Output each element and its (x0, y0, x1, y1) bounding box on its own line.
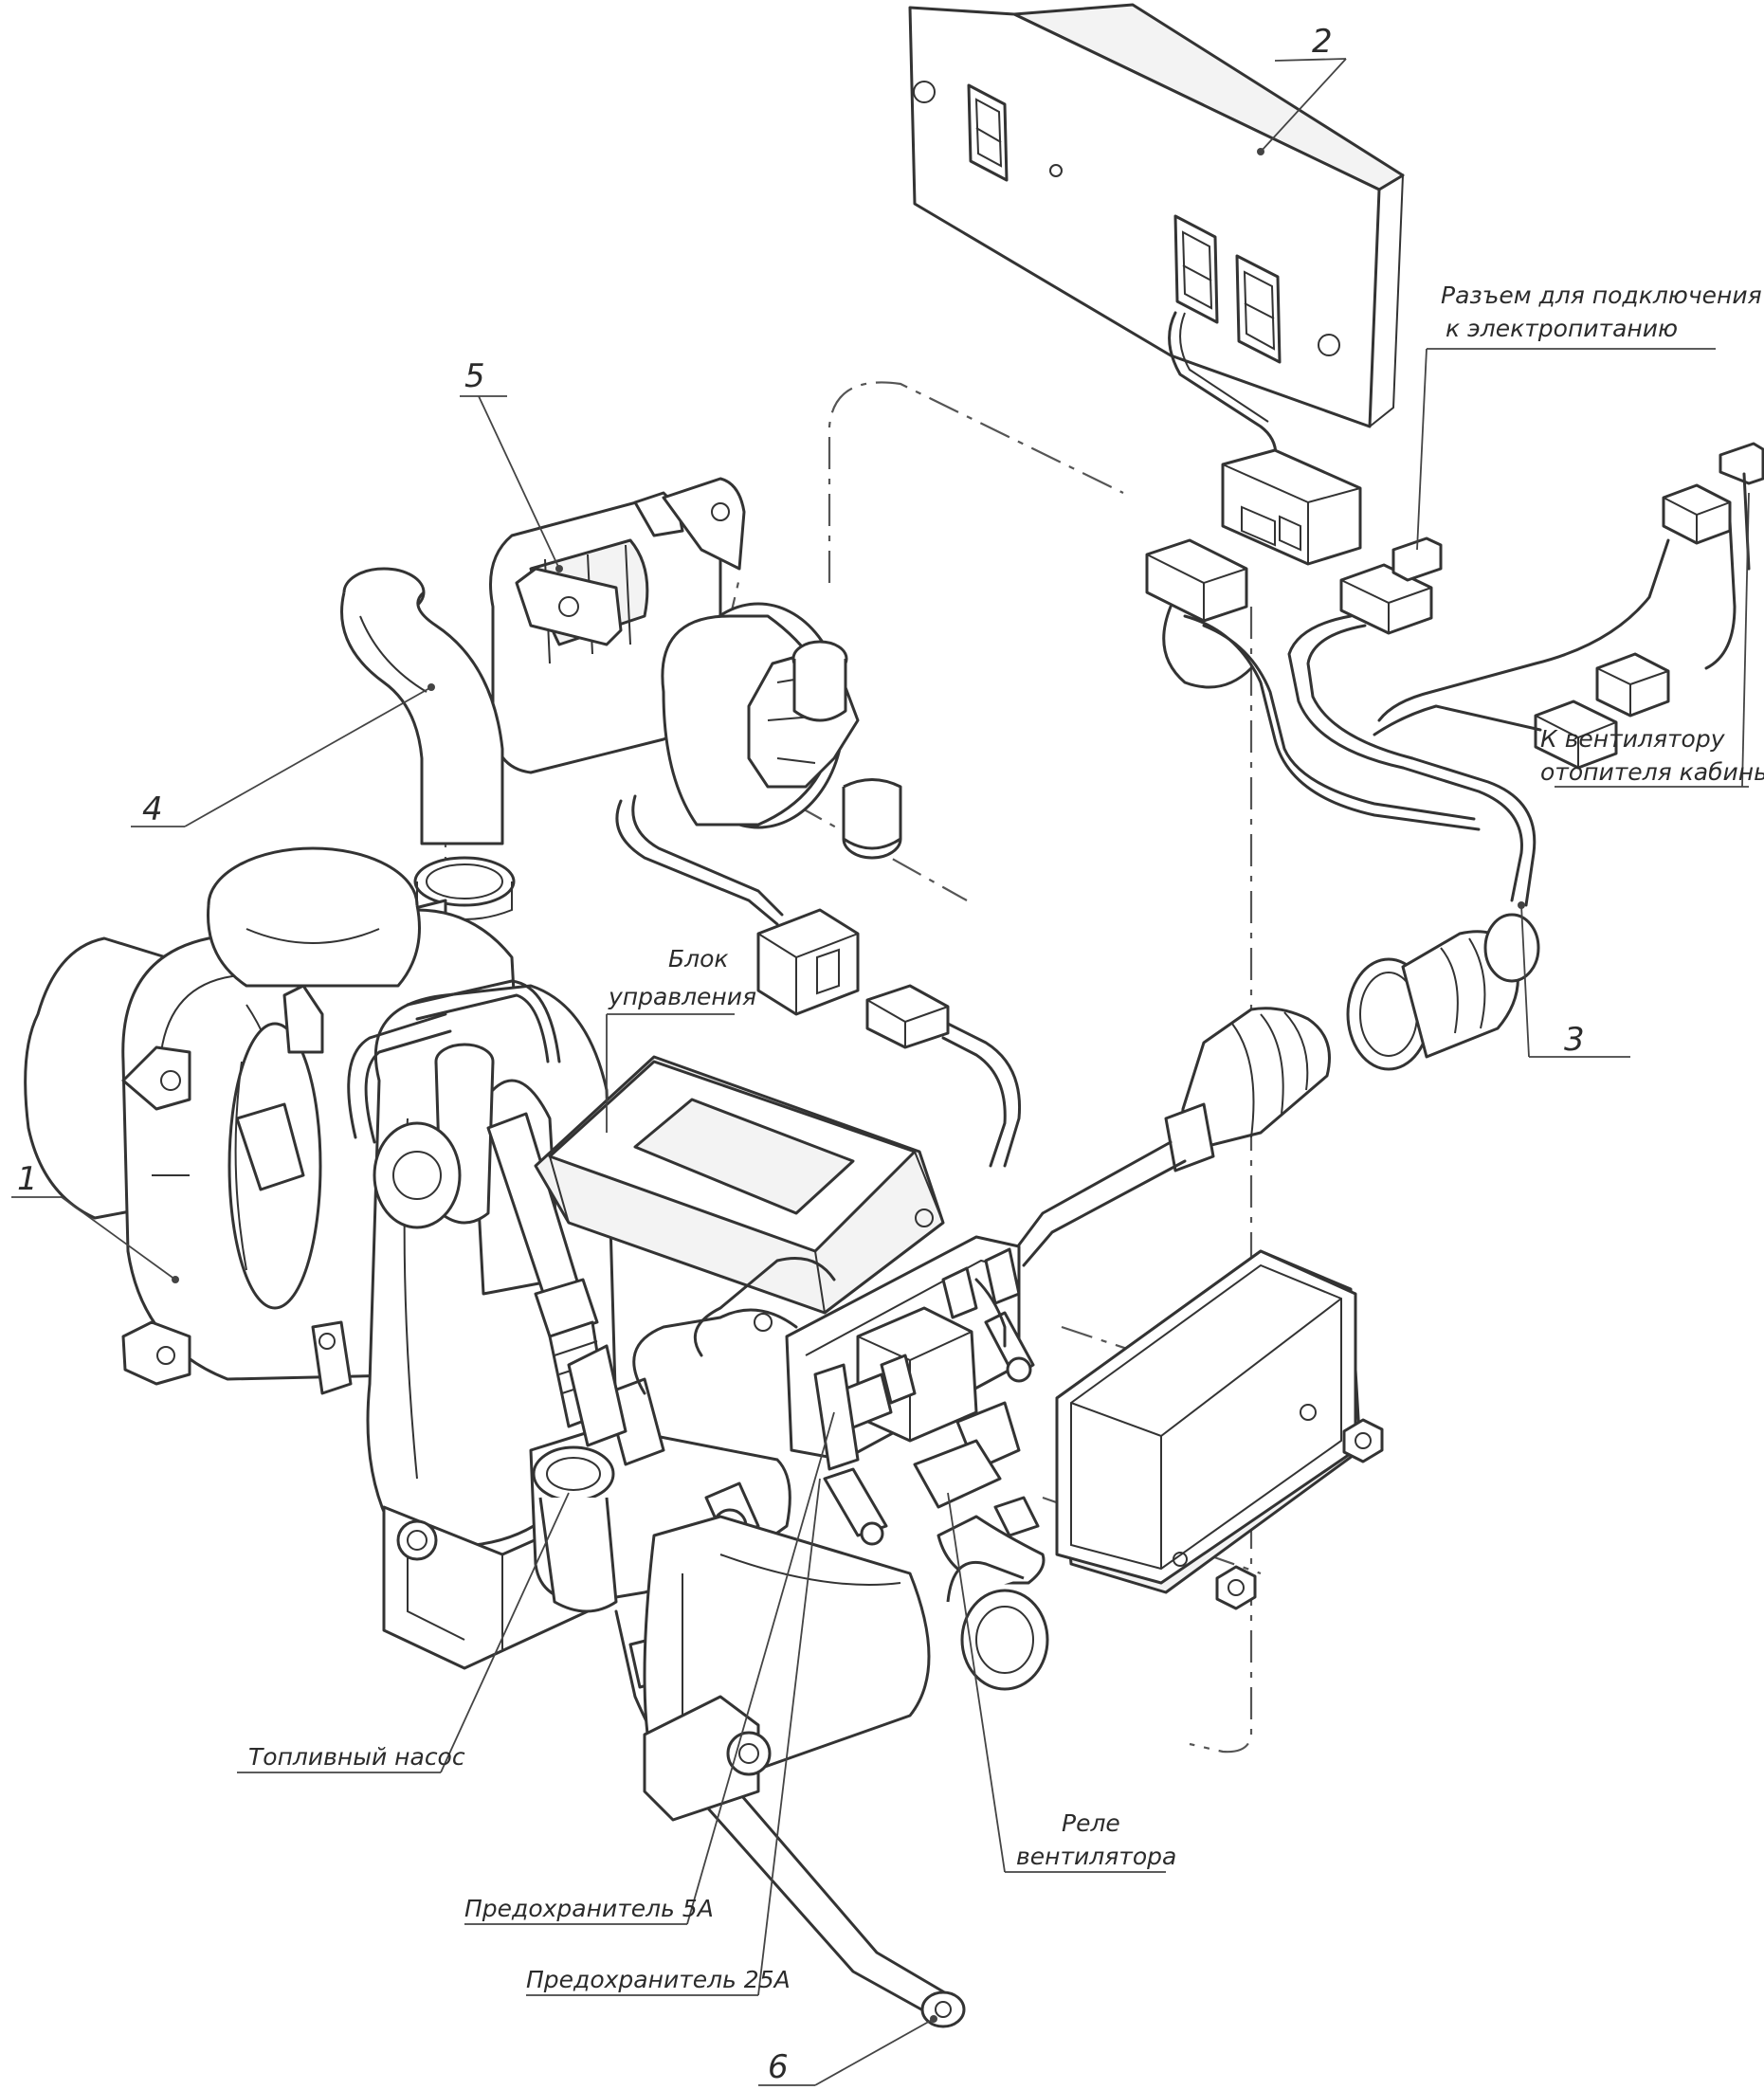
rocker-switch-top (967, 83, 1009, 182)
callout-3: 3 (1564, 1021, 1585, 1059)
power-connector-label-line2: к электропитанию (1446, 315, 1678, 342)
pump-connector (756, 908, 1022, 1168)
wiring-harness (1012, 442, 1764, 1267)
switch-panel (908, 3, 1405, 466)
cover-nut-upper (1342, 1418, 1384, 1463)
power-connector-label-line1: Разъем для подключения (1441, 282, 1762, 309)
control-unit (534, 1055, 945, 1332)
cover-nut-lower (1215, 1565, 1257, 1610)
callout-2: 2 (1312, 23, 1333, 61)
fuse-5a-label: Предохранитель 5А (464, 1895, 714, 1922)
harness-grommet (1346, 913, 1540, 1071)
callout-4: 4 (142, 791, 163, 828)
fan-relay-label-line1: Реле (1062, 1809, 1120, 1837)
leader-lines (11, 58, 1750, 2086)
lower-housing (643, 1515, 1049, 1822)
side-cover (1055, 1249, 1384, 1610)
circulation-pump (489, 477, 902, 926)
fan-relay-label-line2: вентилятора (1016, 1843, 1176, 1870)
fuse-25a-label: Предохранитель 25А (526, 1966, 791, 1993)
harness-boot (1012, 1007, 1331, 1267)
rocker-switch-right (1235, 254, 1282, 364)
control-unit-label-line1: Блок (668, 945, 729, 972)
fuel-pump-label: Топливный насос (248, 1743, 465, 1771)
coolant-elbow-pipe (340, 567, 516, 936)
heater-main-body (24, 846, 618, 1670)
callout-6: 6 (768, 2048, 789, 2086)
callout-1: 1 (17, 1160, 38, 1198)
rocker-switch-middle (1173, 214, 1219, 324)
control-unit-label-line2: управления (608, 983, 756, 1010)
fan-label-line2: отопителя кабины (1540, 758, 1764, 786)
fan-label-line1: К вентилятору (1540, 725, 1726, 753)
callout-5: 5 (464, 357, 485, 395)
fan-relay-bracket (632, 1235, 1040, 1546)
labels: 2 Разъем для подключения к электропитани… (17, 23, 1764, 2086)
